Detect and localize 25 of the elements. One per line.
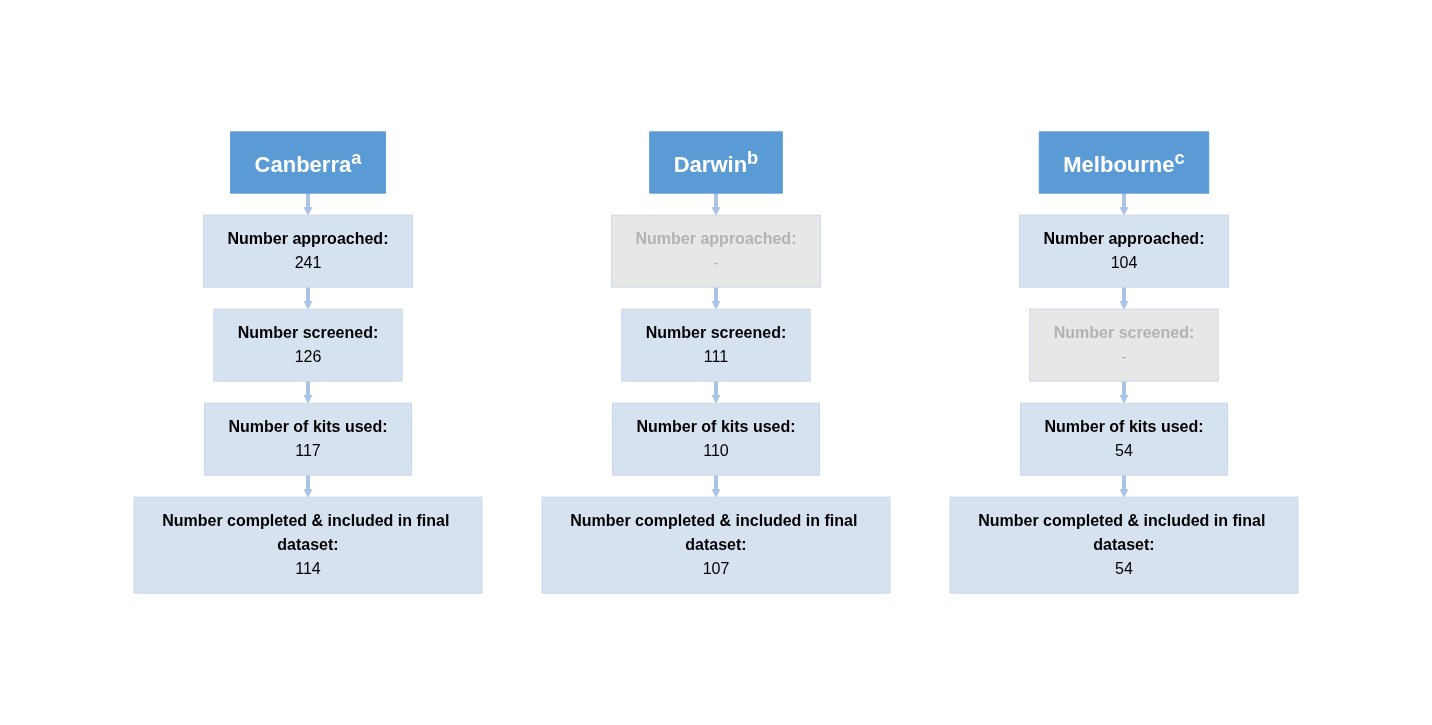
node-box: Number of kits used: 54 — [1019, 402, 1229, 476]
node-box: Number of kits used: 117 — [203, 402, 413, 476]
arrow — [303, 475, 313, 498]
node-box: Number completed & included in final dataset: 54 — [949, 496, 1299, 594]
arrow — [1119, 287, 1129, 310]
arrow — [303, 193, 313, 216]
arrow — [1119, 193, 1129, 216]
arrow — [303, 287, 313, 310]
node-box: Darwin$^{b}$ — [649, 131, 783, 194]
node-box: Number completed & included in final dataset: 107 — [541, 496, 891, 594]
arrow — [303, 381, 313, 404]
node-box: Number completed & included in final dataset: 114 — [133, 496, 483, 594]
arrow — [711, 193, 721, 216]
node-box: Number approached: 241 — [203, 214, 413, 288]
node-box: Number screened: 111 — [621, 308, 811, 382]
node-box: Canberra$^{a}$ — [230, 131, 386, 194]
arrow — [711, 475, 721, 498]
node-box: Number approached: 104 — [1019, 214, 1229, 288]
node-box: Number of kits used: 110 — [611, 402, 821, 476]
node-box: Number screened: 126 — [213, 308, 403, 382]
node-box: Melbourne$^{c}$ — [1038, 131, 1210, 194]
arrow — [1119, 381, 1129, 404]
arrow — [711, 287, 721, 310]
arrow — [711, 381, 721, 404]
arrow — [1119, 475, 1129, 498]
